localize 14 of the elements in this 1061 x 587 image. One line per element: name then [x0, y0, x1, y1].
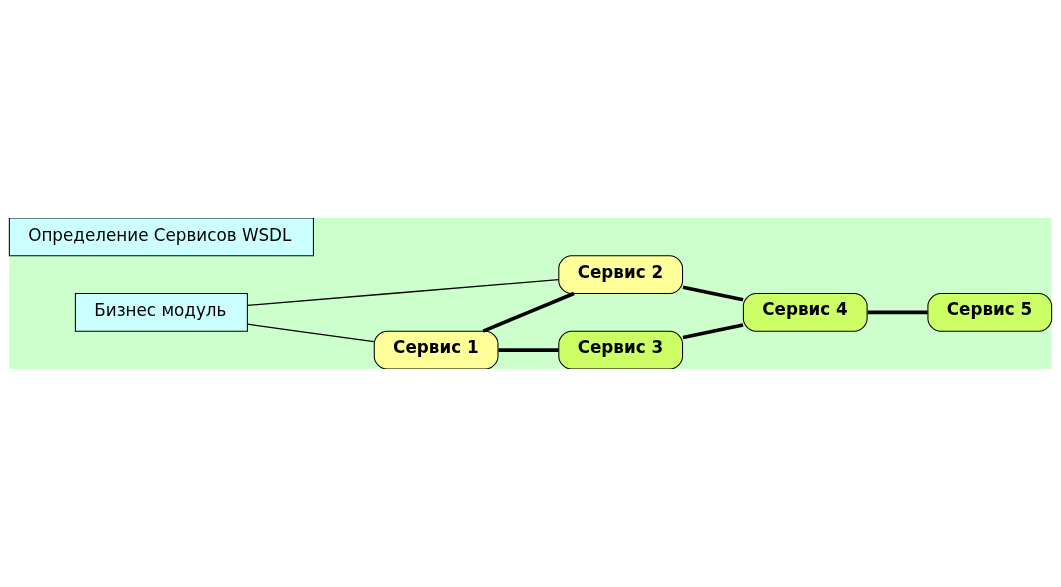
- connector: [867, 310, 928, 315]
- connector: [482, 291, 575, 333]
- node-box: Сервис 5: [927, 292, 1053, 332]
- node-box: Сервис 2: [558, 255, 684, 295]
- connector: [498, 348, 559, 352]
- node-box: Сервис 3: [558, 330, 684, 369]
- connector: [682, 285, 744, 302]
- node-box: Бизнес модуль: [74, 292, 248, 332]
- connector: [682, 323, 744, 340]
- node-box: Сервис 1: [373, 330, 499, 369]
- node-box: Сервис 4: [742, 292, 868, 332]
- connector: [247, 279, 560, 306]
- connector: [246, 323, 375, 343]
- node-box: Определение Сервисов WSDL: [8, 218, 314, 257]
